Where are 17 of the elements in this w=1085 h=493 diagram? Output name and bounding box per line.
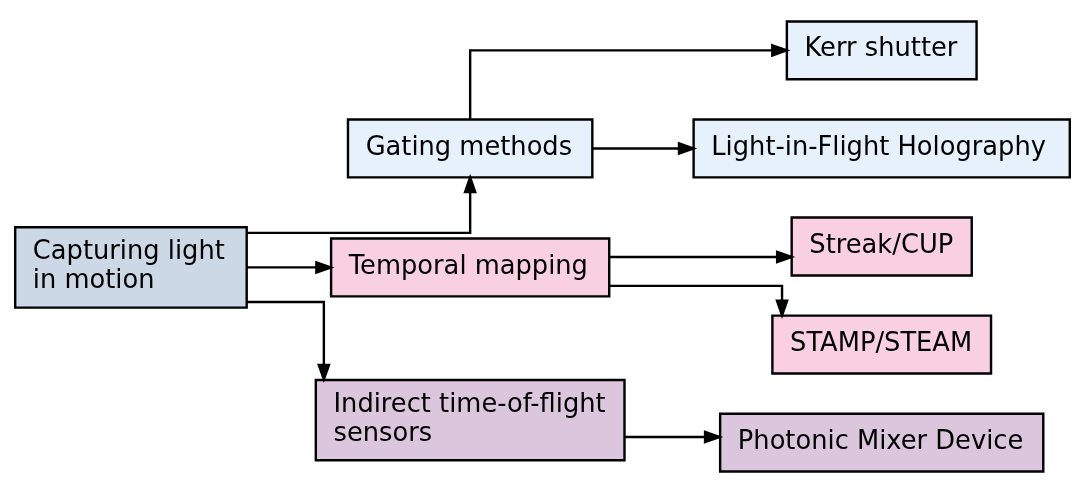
node-box: Gating methods [346,118,594,179]
arrow [609,250,796,264]
node-box: Streak/CUP [790,216,973,277]
node-box: Temporal mapping [329,237,611,298]
node-box: Capturing light in motion [14,226,248,309]
arrow [246,173,477,235]
arrow [609,284,789,319]
arrow [624,430,724,444]
arrow [468,43,791,119]
node-box: Kerr shutter [785,20,978,81]
arrow [592,141,698,156]
node-box: Light-in-Flight Holography [692,118,1071,179]
arrow [246,260,335,275]
node-box: Photonic Mixer Device [718,412,1045,473]
arrow [247,300,331,384]
node-box: Indirect time-of-flight sensors [314,378,626,462]
node-box: STAMP/STEAM [771,314,993,375]
